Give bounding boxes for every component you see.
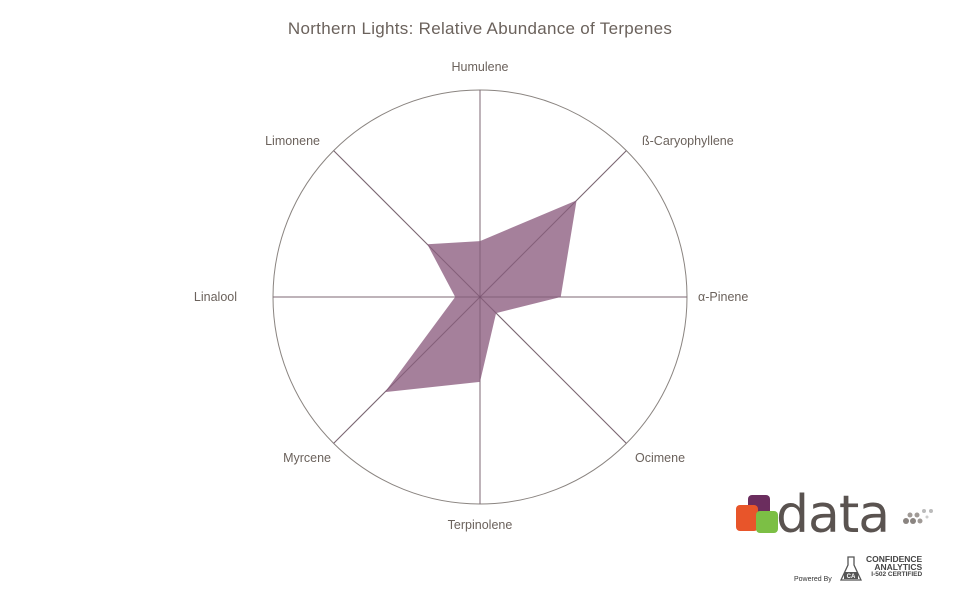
- spokes-overlay: [273, 90, 687, 504]
- chart-title: Northern Lights: Relative Abundance of T…: [287, 19, 673, 38]
- data-logo: data Powered By CA CONFIDENCE ANALYTICS …: [736, 485, 936, 593]
- svg-text:CA: CA: [847, 574, 856, 580]
- axis-label-terpinolene: Terpinolene: [448, 518, 513, 532]
- axis-label-caryophyllene: ß-Caryophyllene: [642, 134, 734, 148]
- axis-label-limonene: Limonene: [265, 134, 320, 148]
- logo-square-orange: [736, 505, 758, 531]
- flask-icon: CA: [840, 556, 862, 581]
- axis-label-humulene: Humulene: [452, 60, 509, 74]
- confidence-analytics-text: CONFIDENCE ANALYTICS I-502 CERTIFIED: [866, 554, 923, 578]
- axis-label-ocimene: Ocimene: [635, 451, 685, 465]
- dots-icon: [903, 509, 933, 524]
- powered-by-text: Powered By: [794, 576, 832, 583]
- logo-square-green: [756, 511, 778, 533]
- axis-label-linalool: Linalool: [194, 290, 237, 304]
- axis-label-myrcene: Myrcene: [283, 451, 331, 465]
- axis-label-pinene: α-Pinene: [698, 290, 748, 304]
- logo-wordmark: data: [776, 485, 890, 545]
